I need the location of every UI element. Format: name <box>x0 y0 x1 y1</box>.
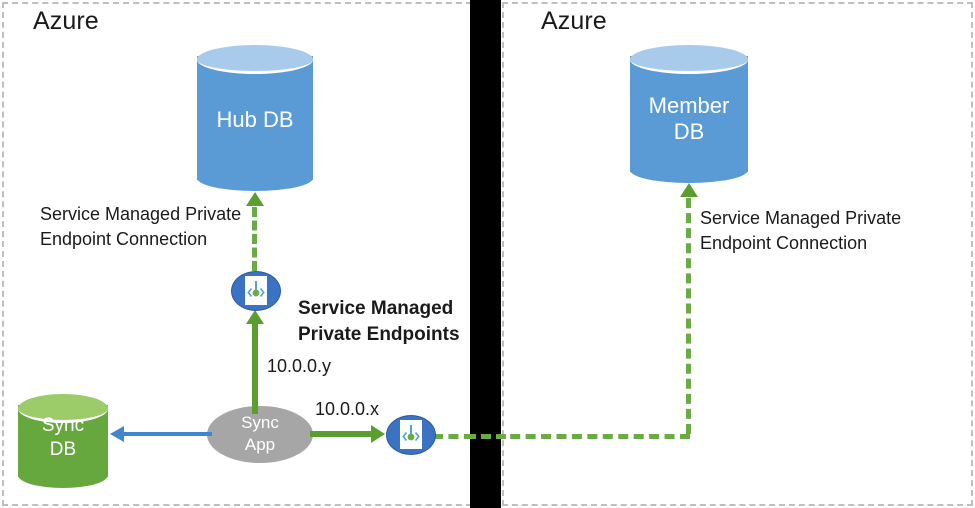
network-boundary-divider <box>470 0 501 508</box>
left-connection-note: Service Managed Private Endpoint Connect… <box>40 202 241 252</box>
member-endpoint-dashed-over-divider <box>466 434 506 439</box>
sync-app-label-line1: Sync <box>241 413 279 432</box>
left-connection-note-line1: Service Managed Private <box>40 204 242 224</box>
hub-endpoint-to-hub-db-dashed <box>252 207 257 271</box>
sync-app-to-member-endpoint-arrowhead <box>371 425 385 443</box>
left-connection-note-line2: Endpoint Connection <box>40 229 208 249</box>
member-db-label-line2: DB <box>673 119 705 144</box>
sync-db-node: Sync DB <box>18 394 108 488</box>
member-endpoint-to-member-db-arrowhead <box>680 183 698 197</box>
private-link-icon <box>245 276 267 305</box>
right-connection-note-line1: Service Managed Private <box>700 208 902 228</box>
hub-db-label: Hub DB <box>216 107 294 132</box>
private-endpoint-member[interactable] <box>386 415 436 455</box>
service-managed-private-endpoints-title: Service Managed Private Endpoints <box>298 296 460 348</box>
private-link-icon-svg <box>245 276 267 305</box>
sync-app-to-sync-db-line <box>124 432 212 436</box>
sync-db-label-line2: DB <box>49 439 77 460</box>
cylinder-top <box>18 394 108 423</box>
member-db-node: Member DB <box>630 45 748 183</box>
right-connection-note-line2: Endpoint Connection <box>700 233 868 253</box>
sync-app-to-hub-endpoint-arrowhead <box>246 310 264 324</box>
sync-app-label-line2: App <box>244 435 276 454</box>
hub-db-node: Hub DB <box>197 45 313 191</box>
cylinder-top <box>630 45 748 74</box>
hub-endpoint-to-hub-db-arrowhead <box>246 192 264 206</box>
endpoints-title-line2: Private Endpoints <box>298 324 460 345</box>
panel-title-left: Azure <box>33 7 99 35</box>
member-endpoint-dashed-vertical <box>686 198 691 434</box>
ip-label-member: 10.0.0.x <box>315 399 380 419</box>
sync-app-to-sync-db-arrowhead <box>110 426 124 442</box>
cylinder-top <box>197 45 313 74</box>
sync-db-label-line1: Sync <box>41 415 85 436</box>
sync-app-to-hub-endpoint-line <box>252 324 258 414</box>
sync-app-label: Sync App <box>207 412 313 456</box>
private-link-icon-svg <box>400 420 422 449</box>
panel-title-right: Azure <box>541 7 607 35</box>
cylinder-body <box>630 56 748 172</box>
sync-app-to-member-endpoint-line <box>310 431 372 437</box>
right-connection-note: Service Managed Private Endpoint Connect… <box>700 206 901 256</box>
sync-app-node: Sync App <box>207 406 313 463</box>
private-endpoint-hub[interactable] <box>231 271 281 311</box>
private-link-icon <box>400 420 422 449</box>
ip-label-hub: 10.0.0.y <box>267 356 332 376</box>
member-db-label-line1: Member <box>648 93 730 118</box>
endpoints-title-line1: Service Managed <box>298 298 454 319</box>
cylinder-body <box>197 56 313 180</box>
member-endpoint-dashed-horizontal <box>433 434 690 439</box>
sync-db-label: Sync DB <box>18 414 108 462</box>
member-db-label: Member DB <box>630 93 748 145</box>
